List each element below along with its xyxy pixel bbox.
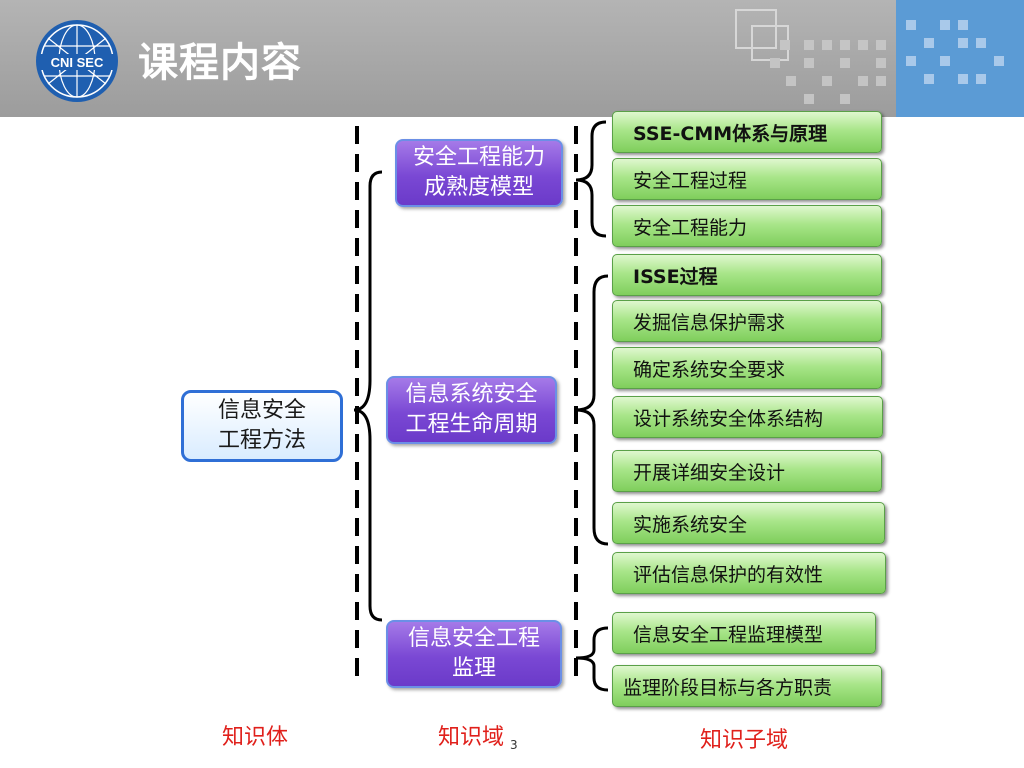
subdomain-node[interactable]: 发掘信息保护需求 bbox=[612, 300, 882, 342]
subdomain-node[interactable]: 安全工程过程 bbox=[612, 158, 882, 200]
subdomain-node[interactable]: 确定系统安全要求 bbox=[612, 347, 882, 389]
svg-text:CNI SEC: CNI SEC bbox=[51, 55, 104, 70]
subdomain-node[interactable]: 开展详细安全设计 bbox=[612, 450, 882, 492]
subdomain-node[interactable]: ISSE过程 bbox=[612, 254, 882, 296]
domain-node-engineering-supervision[interactable]: 信息安全工程 监理 bbox=[386, 620, 562, 688]
column-label-knowledge-subdomain: 知识子域 bbox=[700, 728, 789, 753]
column-label-knowledge-body: 知识体 bbox=[222, 725, 289, 750]
subdomain-node[interactable]: 安全工程能力 bbox=[612, 205, 882, 247]
subdomain-node[interactable]: 评估信息保护的有效性 bbox=[612, 552, 886, 594]
domain-node-sse-cmm[interactable]: 安全工程能力 成熟度模型 bbox=[395, 139, 563, 207]
domain-node-isse-lifecycle[interactable]: 信息系统安全 工程生命周期 bbox=[386, 376, 557, 444]
page-title: 课程内容 bbox=[138, 40, 302, 86]
subdomain-node[interactable]: 监理阶段目标与各方职责 bbox=[612, 665, 882, 707]
subdomain-node[interactable]: 设计系统安全体系结构 bbox=[612, 396, 883, 438]
subdomain-node[interactable]: SSE-CMM体系与原理 bbox=[612, 111, 882, 153]
subdomain-node[interactable]: 信息安全工程监理模型 bbox=[612, 612, 876, 654]
root-node-info-security-engineering-method[interactable]: 信息安全 工程方法 bbox=[181, 390, 343, 462]
header-bar bbox=[0, 0, 1024, 117]
column-label-knowledge-domain: 知识域 bbox=[438, 725, 505, 750]
subdomain-node[interactable]: 实施系统安全 bbox=[612, 502, 885, 544]
page-number: 3 bbox=[510, 738, 518, 752]
cnisec-logo: CNI SEC bbox=[36, 20, 118, 102]
decorative-squares bbox=[735, 9, 1004, 104]
